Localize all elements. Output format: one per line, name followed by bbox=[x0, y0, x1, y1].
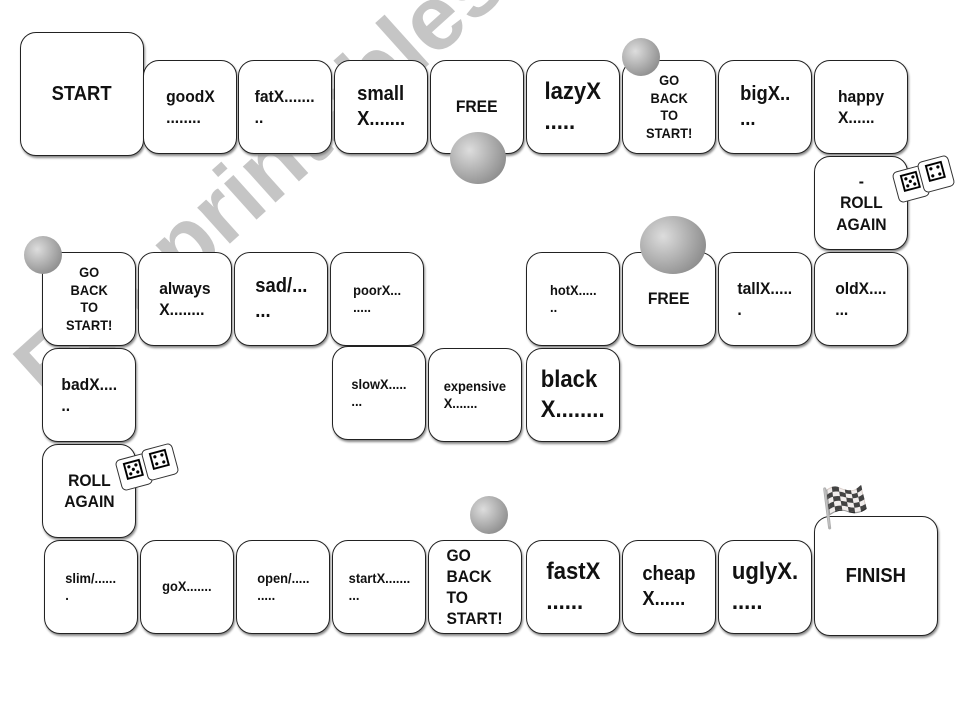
cell-fast: fastX ...... bbox=[526, 540, 620, 634]
cell-text: uglyX. ..... bbox=[731, 558, 799, 615]
cell-old: oldX.... ... bbox=[814, 252, 908, 346]
cell-text: fatX....... .. bbox=[255, 86, 315, 127]
checkered-flags-icon: 🏁 bbox=[820, 486, 870, 530]
cell-text: FREE bbox=[456, 97, 498, 117]
cell-cheap: cheap X...... bbox=[622, 540, 716, 634]
cell-hot: hotX..... .. bbox=[526, 252, 620, 346]
cell-text: oldX.... ... bbox=[835, 278, 887, 319]
cell-always: always X........ bbox=[138, 252, 232, 346]
cell-bad: badX.... .. bbox=[42, 348, 136, 442]
cell-open: open/..... ..... bbox=[236, 540, 330, 634]
cell-tall: tallX..... . bbox=[718, 252, 812, 346]
cell-text: goodX ........ bbox=[165, 86, 215, 127]
cell-text: small X....... bbox=[356, 83, 406, 130]
dice-icon: ⚃ bbox=[916, 154, 956, 194]
cell-roll-again-2: ROLL AGAIN bbox=[42, 444, 136, 538]
cell-lazy: lazyX ..... bbox=[526, 60, 620, 154]
cell-text: tallX..... . bbox=[737, 278, 793, 319]
cell-text: slim/...... . bbox=[65, 569, 117, 604]
cell-text: - ROLL AGAIN bbox=[835, 172, 887, 234]
cell-text: hotX..... .. bbox=[549, 281, 597, 316]
cell-text: slowX..... ... bbox=[351, 375, 407, 410]
cell-slim: slim/...... . bbox=[44, 540, 138, 634]
cell-sad: sad/... ... bbox=[234, 252, 328, 346]
cell-text: happy X...... bbox=[837, 86, 885, 127]
cell-black: black X........ bbox=[526, 348, 620, 442]
cell-text: lazyX ..... bbox=[544, 78, 602, 135]
cell-text: startX....... ... bbox=[348, 569, 410, 604]
cell-text: goX....... bbox=[162, 578, 212, 595]
cell-fat: fatX....... .. bbox=[238, 60, 332, 154]
cell-text: black X........ bbox=[541, 366, 605, 423]
cell-text: ROLL AGAIN bbox=[63, 470, 115, 511]
cell-text: FINISH bbox=[845, 564, 907, 587]
smiley-face-icon bbox=[450, 132, 506, 184]
cell-text: badX.... .. bbox=[61, 374, 117, 415]
cell-big: bigX.. ... bbox=[718, 60, 812, 154]
cell-ugly: uglyX. ..... bbox=[718, 540, 812, 634]
cell-text: fastX ...... bbox=[546, 558, 600, 615]
smiley-face-icon bbox=[640, 216, 706, 274]
cell-happy: happy X...... bbox=[814, 60, 908, 154]
cell-finish: FINISH bbox=[814, 516, 938, 636]
cell-text: bigX.. ... bbox=[739, 83, 791, 130]
cell-poor: poorX... ..... bbox=[330, 252, 424, 346]
cell-text: GO BACK TO START! bbox=[645, 72, 693, 141]
cell-text: open/..... ..... bbox=[256, 569, 310, 604]
cell-start: START bbox=[20, 32, 144, 156]
cell-expensive: expensive X....... bbox=[428, 348, 522, 442]
cell-text: sad/... ... bbox=[254, 275, 308, 322]
cell-go-back-2: GO BACK TO START! bbox=[42, 252, 136, 346]
cell-good: goodX ........ bbox=[143, 60, 237, 154]
cell-small: small X....... bbox=[334, 60, 428, 154]
sad-alien-icon bbox=[24, 236, 62, 274]
cell-text: START bbox=[52, 82, 112, 105]
cell-start-word: startX....... ... bbox=[332, 540, 426, 634]
cell-text: always X........ bbox=[159, 278, 211, 319]
cell-roll-again-1: - ROLL AGAIN bbox=[814, 156, 908, 250]
sad-alien-icon bbox=[470, 496, 508, 534]
cell-text: FREE bbox=[648, 289, 690, 309]
cell-text: GO BACK TO START! bbox=[446, 545, 504, 629]
cell-go: goX....... bbox=[140, 540, 234, 634]
cell-text: cheap X...... bbox=[642, 563, 696, 610]
cell-go-back-3: GO BACK TO START! bbox=[428, 540, 522, 634]
cell-text: poorX... ..... bbox=[353, 281, 401, 316]
cell-text: GO BACK TO START! bbox=[65, 264, 113, 333]
cell-text: expensive X....... bbox=[443, 377, 507, 412]
sad-alien-icon bbox=[622, 38, 660, 76]
cell-slow: slowX..... ... bbox=[332, 346, 426, 440]
dice-icon: ⚃ bbox=[140, 442, 180, 482]
